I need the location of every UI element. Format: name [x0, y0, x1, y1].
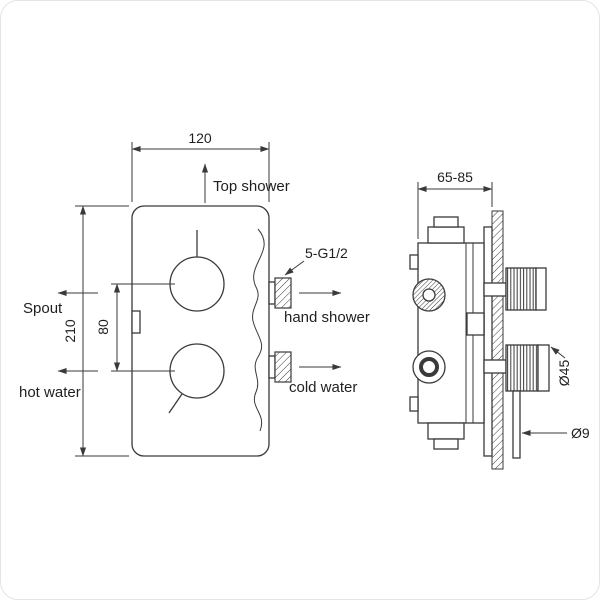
lower-knob-grip [505, 344, 539, 392]
upper-handle-shaft [483, 282, 507, 297]
dimension-height: 210 [62, 205, 129, 457]
front-view: 120 210 80 Top shower Spout hot water [19, 130, 370, 457]
wall-section [491, 210, 504, 470]
lower-knob-lever [168, 393, 183, 414]
annotation-hand-shower: hand shower [284, 289, 370, 326]
lower-cartridge-face [412, 350, 446, 384]
top-mounting-bracket [427, 226, 465, 244]
lower-port [268, 351, 292, 383]
upper-cartridge-center [422, 288, 436, 302]
annotation-cold-water: cold water [289, 363, 357, 396]
annotation-hot-water: hot water [19, 367, 98, 401]
dim-depth-label: 65-85 [437, 169, 473, 185]
dimension-knob-spacing: 80 [95, 283, 175, 372]
upper-knob-front [169, 256, 225, 312]
side-view: 65-85 Ø45 Ø9 [409, 169, 590, 470]
bottom-mounting-step [433, 438, 459, 450]
left-lug-top [409, 254, 419, 270]
pull-rod [512, 390, 521, 459]
dimension-depth: 65-85 [417, 169, 493, 239]
valve-body-front [131, 205, 270, 457]
upper-port [268, 277, 292, 309]
top-mounting-step [433, 216, 459, 228]
cold-water-label: cold water [289, 379, 357, 396]
hot-water-label: hot water [19, 384, 81, 401]
upper-port-collar [268, 281, 276, 305]
upper-handle-knob [505, 267, 547, 311]
left-lug-bottom [409, 396, 419, 412]
upper-knob-cap [535, 267, 547, 311]
body-mid-block [466, 312, 485, 336]
dim-height-label: 210 [62, 319, 78, 343]
upper-port-thread [274, 277, 292, 309]
thread-leader-line [284, 260, 305, 276]
handle-diameter-leader [550, 346, 566, 359]
spout-label: Spout [23, 300, 63, 317]
cover-plate-break-curve [252, 228, 265, 432]
dim-spacing-label: 80 [95, 319, 111, 335]
body-side-notch [131, 310, 141, 334]
lower-handle-shaft [483, 359, 507, 374]
lower-cartridge-ring [419, 357, 439, 377]
upper-knob-grip [505, 267, 537, 311]
annotation-spout: Spout [23, 289, 98, 317]
escutcheon-plate [483, 226, 493, 457]
handle-diameter-label: Ø45 [556, 360, 572, 387]
bottom-mounting-bracket [427, 422, 465, 440]
annotation-top-shower: Top shower [201, 163, 290, 203]
top-shower-label: Top shower [213, 178, 290, 195]
lower-port-collar [268, 355, 276, 379]
rod-diameter-label: Ø9 [571, 425, 590, 441]
lower-port-thread [274, 351, 292, 383]
lower-knob-front [169, 343, 225, 399]
thread-label: 5-G1/2 [305, 245, 348, 261]
dimension-width: 120 [131, 130, 270, 202]
annotation-handle-diameter: Ø45 [550, 346, 572, 387]
annotation-thread: 5-G1/2 [284, 245, 348, 276]
hand-shower-label: hand shower [284, 309, 370, 326]
lower-handle-knob [505, 344, 550, 392]
dim-width-label: 120 [188, 130, 212, 146]
annotation-rod-diameter: Ø9 [521, 425, 590, 441]
lower-knob-cap [537, 344, 550, 392]
